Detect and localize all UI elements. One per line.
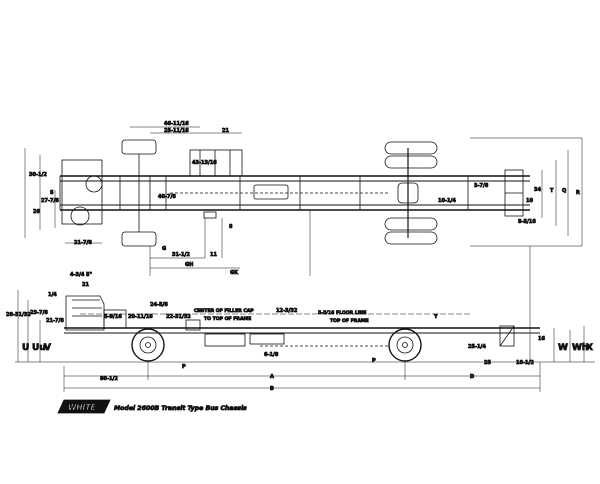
side-letter-d: D xyxy=(470,374,474,380)
side-letter-a: A xyxy=(270,374,274,380)
side-dim-4: 1/4 xyxy=(48,292,57,298)
plan-dim-31: 31-1/2 xyxy=(172,252,190,258)
side-dim-13: 6-1/8 xyxy=(264,352,279,358)
caption: WHITE Model 2600B Transit Type Bus Chass… xyxy=(57,399,247,414)
side-dim-16: 25 xyxy=(484,360,491,366)
plan-dim-gk: GK xyxy=(230,270,239,276)
plan-dim-front-axle: 21-7/8 xyxy=(74,240,92,246)
plan-letter-s: S xyxy=(50,190,54,196)
side-dim-10: 24-5/8 xyxy=(150,302,168,308)
note-floor-line-2: TOP OF FRAME xyxy=(330,318,369,324)
plan-dim-rear-c2: 10-1/4 xyxy=(438,198,456,204)
side-letter-b: B xyxy=(270,386,274,392)
plan-dim-top-c: 21 xyxy=(222,128,229,134)
plan-dim-engine: 43-13/16 xyxy=(192,160,217,166)
plan-dim-g: G xyxy=(162,246,166,252)
plan-dim-11: 11 xyxy=(210,252,217,258)
plan-view xyxy=(24,126,583,276)
plan-letter-r: R xyxy=(576,190,580,196)
note-filler-cap-2: TO TOP OF FRAME xyxy=(204,316,251,322)
side-dim-15: 16 xyxy=(538,336,545,342)
plan-dim-left-overall: 30-1/2 xyxy=(29,172,47,178)
note-floor-line: 5-5/16 FLOOR LINE xyxy=(318,310,366,316)
plan-dim-top-a: 46-11/16 xyxy=(164,121,189,127)
plan-dim-rear-c1: 3-7/8 xyxy=(474,183,489,189)
side-dim-17: 16-1/2 xyxy=(516,360,534,366)
plan-dim-tank: 40-7/8 xyxy=(158,194,176,200)
plan-dim-rear-c5: 34 xyxy=(534,187,541,193)
side-dim-9: 20-11/16 xyxy=(128,314,153,320)
side-dim-11: 22-31/32 xyxy=(166,314,191,320)
side-dim-14: 25-1/4 xyxy=(468,344,486,350)
plan-dim-small: 8 xyxy=(229,224,233,230)
plan-dim-left-mid: 27-7/8 xyxy=(41,198,59,204)
side-letter-p2: P xyxy=(372,358,376,364)
model-caption: Model 2600B Transit Type Bus Chassis xyxy=(114,404,247,412)
side-dim-3: 21 xyxy=(82,282,89,288)
side-dim-2: 5" xyxy=(86,272,92,278)
plan-dim-rear-c3: 10 xyxy=(526,198,533,204)
side-letter-u: U xyxy=(22,343,29,353)
plan-letter-t: T xyxy=(550,188,554,194)
side-letter-v: V xyxy=(44,343,51,353)
plan-letter-q: Q xyxy=(562,188,566,194)
plan-dim-rear-c4: 8-5/16 xyxy=(518,219,536,225)
side-dim-8: 5-9/16 xyxy=(104,314,122,320)
brand-badge xyxy=(57,399,111,414)
side-dim-12: 12-3/32 xyxy=(276,308,298,314)
side-letter-p: P xyxy=(182,364,186,370)
side-letter-y: Y xyxy=(433,314,438,320)
plan-dim-gh: GH xyxy=(185,262,193,268)
side-dim-18: 80-1/2 xyxy=(100,376,118,382)
side-letter-wh: Wh xyxy=(572,343,588,353)
side-letter-w: W xyxy=(558,343,568,353)
side-letter-uu: Uu xyxy=(32,343,46,353)
note-filler-cap: CENTER OF FILLER CAP xyxy=(194,308,254,314)
brand-name: WHITE xyxy=(68,403,96,412)
side-dim-1: 4-3/4 xyxy=(70,272,85,278)
plan-dim-left-low: 26 xyxy=(33,209,40,215)
plan-dim-top-b: 25-11/16 xyxy=(164,128,189,134)
side-letter-x: X xyxy=(586,343,593,353)
side-dim-6: 23-7/8 xyxy=(30,310,48,316)
side-dim-5: 20-31/32 xyxy=(6,312,31,318)
side-dim-7: 21-7/8 xyxy=(46,318,64,324)
side-view xyxy=(15,246,595,392)
